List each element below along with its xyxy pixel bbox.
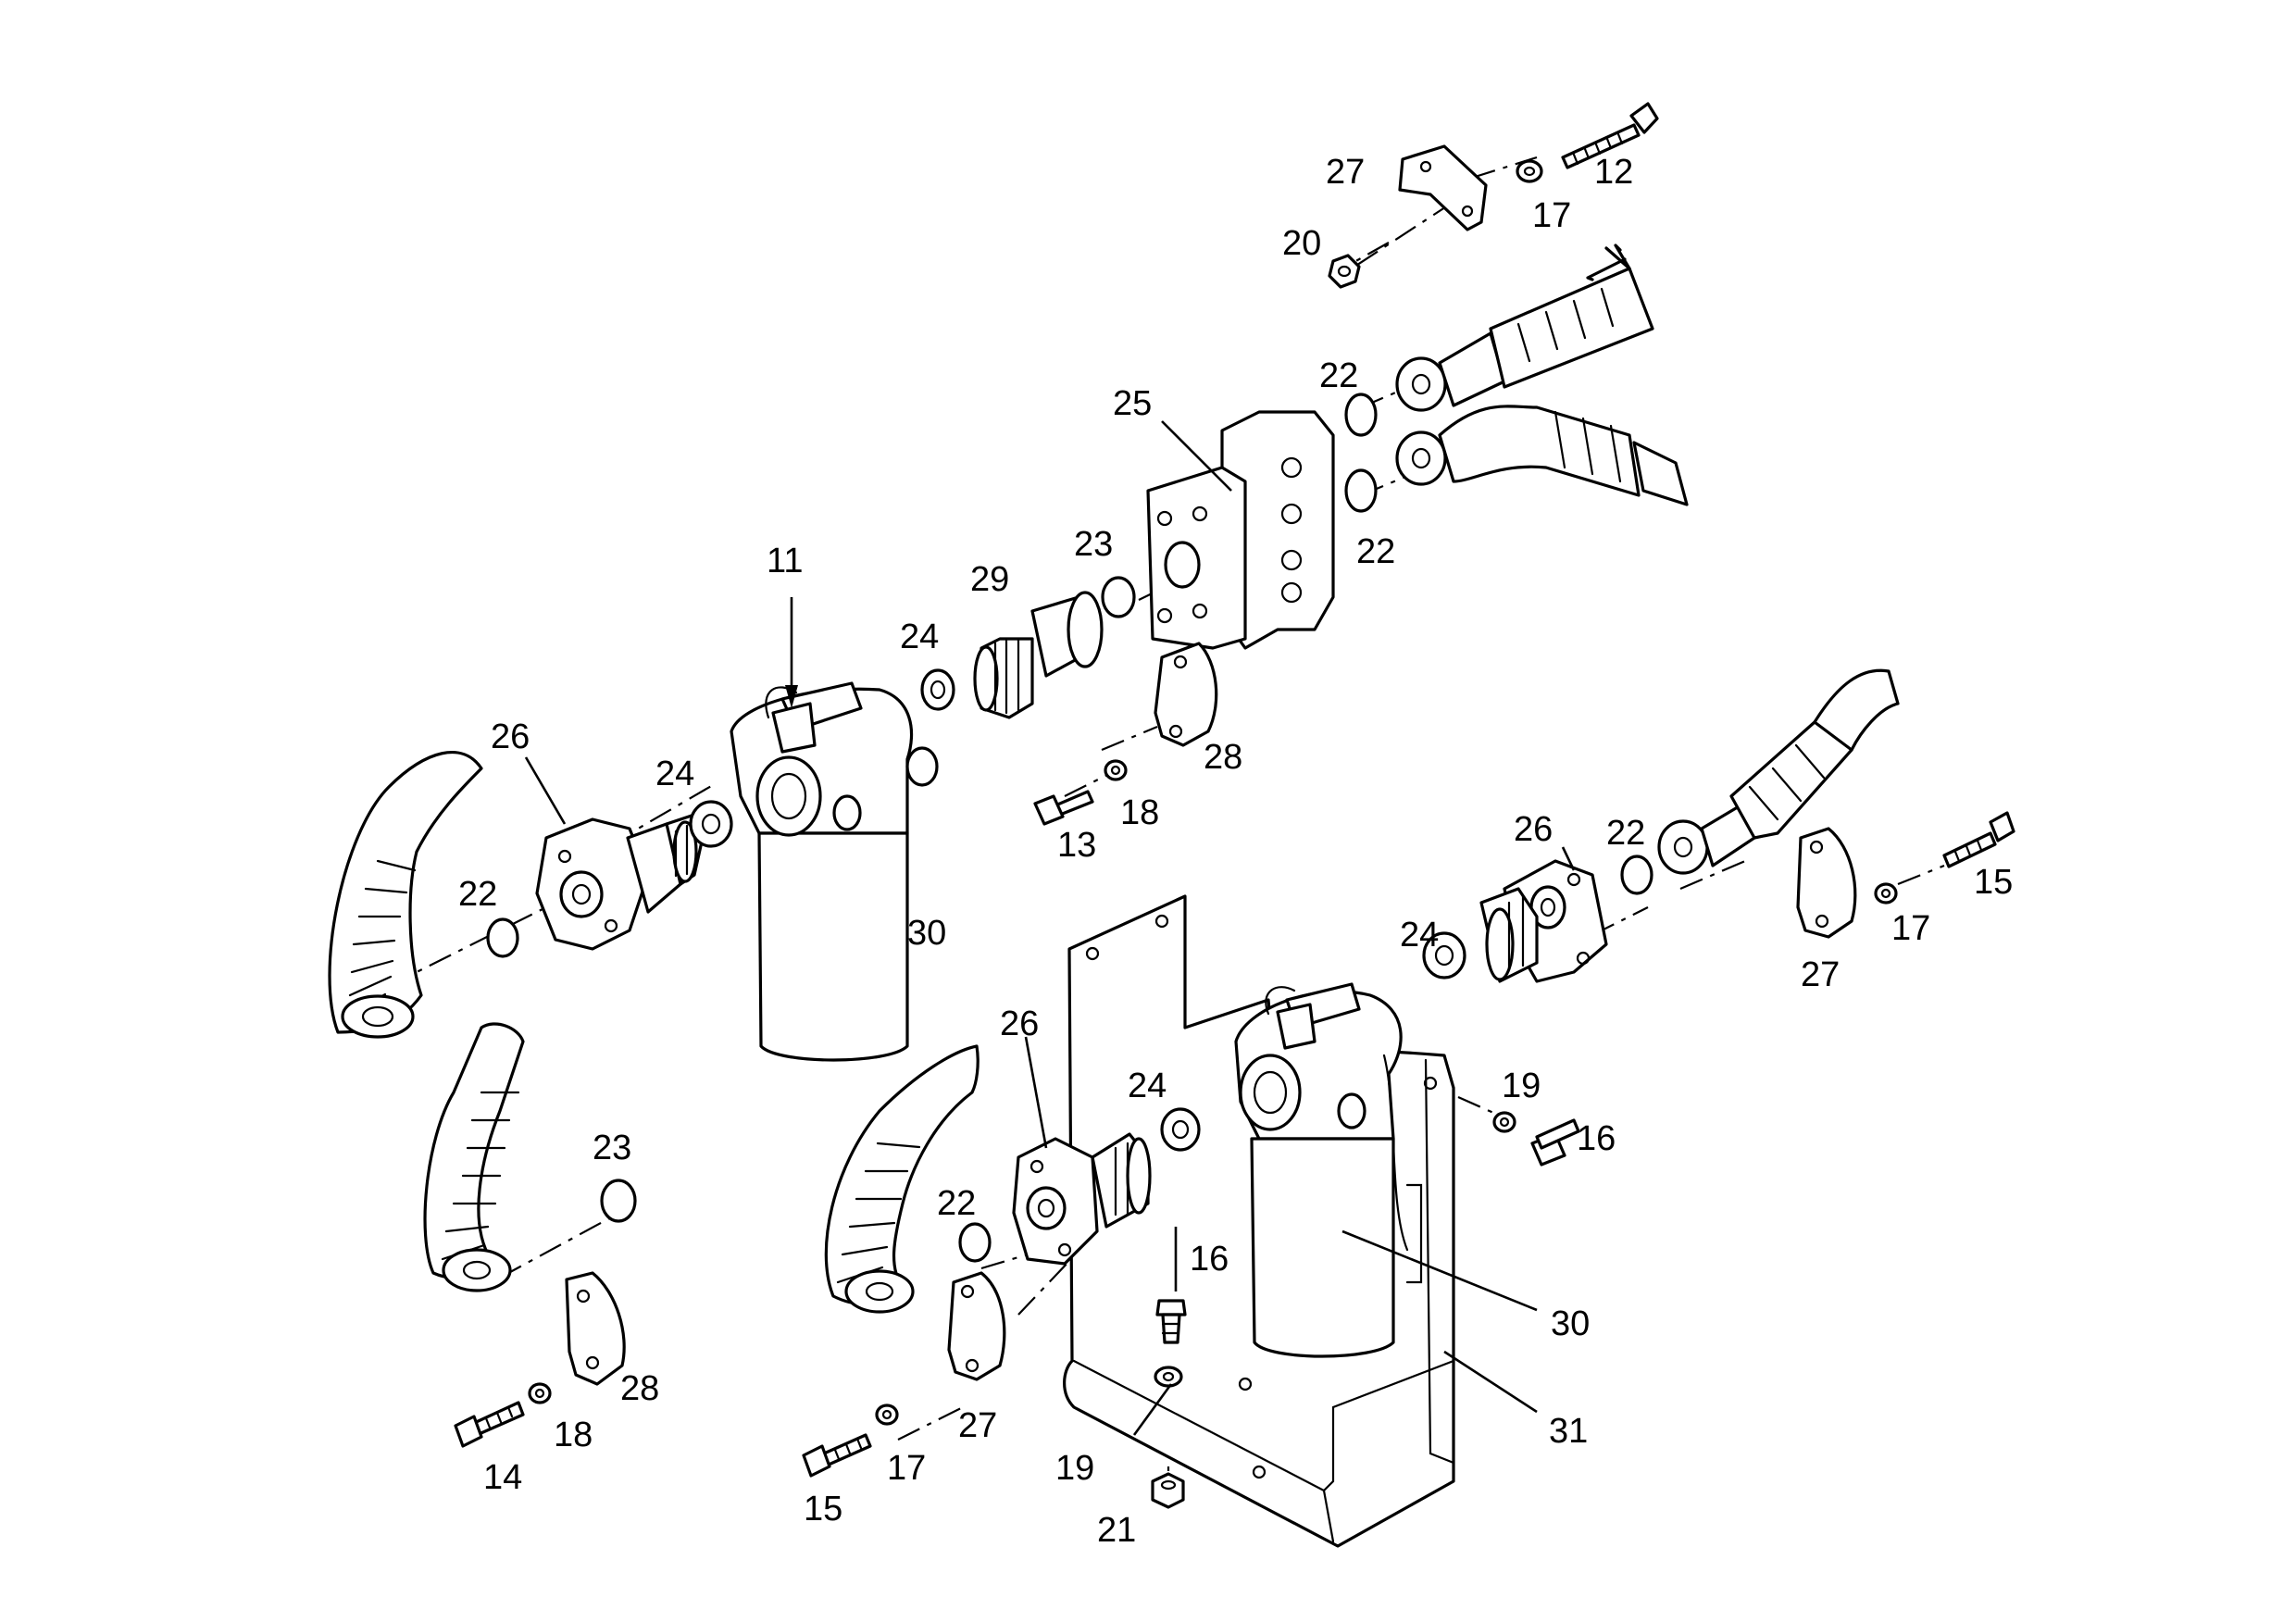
callout-20: 20 bbox=[1282, 224, 1321, 263]
washer-17-lower bbox=[875, 1404, 899, 1426]
callout-27-right: 27 bbox=[1801, 955, 1840, 994]
filter-assembly-upper bbox=[730, 681, 939, 1062]
callout-17-top: 17 bbox=[1532, 196, 1571, 235]
callout-26-upper: 26 bbox=[491, 717, 530, 756]
bolt-15-right bbox=[1942, 811, 2015, 868]
callout-26-right: 26 bbox=[1514, 810, 1553, 849]
adapter-fitting-29 bbox=[973, 591, 1104, 719]
callout-22-center: 22 bbox=[937, 1184, 976, 1223]
callout-28-upper: 28 bbox=[1204, 738, 1242, 777]
callout-14: 14 bbox=[483, 1458, 522, 1497]
washer-19-right bbox=[1492, 1111, 1516, 1133]
bolt-12 bbox=[1561, 102, 1659, 169]
washer-18-lower bbox=[528, 1382, 552, 1404]
fitting-26-right bbox=[1479, 859, 1608, 983]
left-hose-lower bbox=[423, 1022, 525, 1292]
fitting-26-upper bbox=[535, 813, 705, 951]
bolt-16-lower bbox=[1155, 1299, 1187, 1344]
washer-17-top bbox=[1516, 159, 1543, 183]
o-rings bbox=[486, 393, 1653, 1263]
callout-16-right: 16 bbox=[1577, 1119, 1616, 1158]
leader-lines bbox=[524, 420, 1576, 1436]
callout-18-upper: 18 bbox=[1120, 793, 1159, 832]
upper-hose-pair bbox=[1395, 243, 1689, 506]
washer-18-upper bbox=[1104, 759, 1128, 781]
clamp-half-27-right bbox=[1796, 827, 1857, 939]
nut-20 bbox=[1328, 254, 1361, 289]
callout-24-lower: 24 bbox=[1128, 1067, 1167, 1105]
nut-21 bbox=[1151, 1472, 1185, 1509]
middle-hose bbox=[824, 1044, 980, 1314]
callout-16-lower: 16 bbox=[1190, 1240, 1229, 1279]
bolt-15-lower bbox=[802, 1433, 872, 1478]
callout-24-top: 24 bbox=[900, 618, 939, 656]
bolt-14 bbox=[454, 1401, 525, 1448]
clamp-half-28-upper bbox=[1154, 642, 1218, 747]
callout-19-right: 19 bbox=[1502, 1067, 1541, 1105]
callout-25: 25 bbox=[1113, 384, 1152, 423]
callout-17-right: 17 bbox=[1891, 909, 1930, 948]
callout-11: 11 bbox=[767, 542, 803, 580]
right-hose bbox=[1657, 668, 1900, 875]
callout-19-lower: 19 bbox=[1055, 1449, 1094, 1488]
callout-30-lower: 30 bbox=[1551, 1304, 1590, 1343]
callout-22-top: 22 bbox=[1319, 356, 1358, 395]
callout-17-lower: 17 bbox=[887, 1449, 926, 1488]
callout-28-lower: 28 bbox=[620, 1369, 659, 1408]
callout-13: 13 bbox=[1057, 826, 1096, 865]
callout-labels: 11 12 13 14 15 15 16 16 17 17 17 18 18 1… bbox=[458, 153, 2013, 1550]
callout-22-mid: 22 bbox=[1356, 532, 1395, 571]
bolt-13 bbox=[1033, 790, 1094, 826]
callout-26-middle: 26 bbox=[1000, 1004, 1039, 1043]
callout-15-right: 15 bbox=[1974, 863, 2013, 902]
left-hose-upper bbox=[328, 751, 483, 1039]
callout-12: 12 bbox=[1594, 153, 1633, 192]
manifold-block-25 bbox=[1146, 410, 1335, 650]
callout-27-top: 27 bbox=[1326, 153, 1365, 192]
upper-clamp-half bbox=[1398, 144, 1488, 231]
callout-21: 21 bbox=[1097, 1511, 1136, 1550]
callout-27-lower: 27 bbox=[958, 1406, 997, 1445]
callout-23-lower: 23 bbox=[593, 1129, 631, 1167]
callout-29: 29 bbox=[970, 560, 1009, 599]
fitting-26-middle bbox=[1012, 1132, 1152, 1266]
callout-31: 31 bbox=[1549, 1412, 1588, 1451]
callout-22-left: 22 bbox=[458, 875, 497, 914]
callout-22-right: 22 bbox=[1606, 814, 1645, 853]
clamp-half-27-lower bbox=[947, 1271, 1006, 1381]
callout-18-lower: 18 bbox=[554, 1416, 593, 1454]
washer-19-lower bbox=[1154, 1366, 1183, 1388]
callout-15-lower: 15 bbox=[804, 1490, 842, 1528]
clamp-half-28-lower bbox=[565, 1271, 626, 1386]
bolt-16-right bbox=[1530, 1118, 1580, 1167]
callout-24-right: 24 bbox=[1400, 916, 1439, 954]
callout-23-top: 23 bbox=[1074, 525, 1113, 564]
washer-17-right bbox=[1874, 882, 1898, 905]
callout-30-upper: 30 bbox=[907, 914, 946, 953]
filter-assembly-lower bbox=[1234, 982, 1409, 1358]
callout-24-left: 24 bbox=[655, 755, 694, 793]
